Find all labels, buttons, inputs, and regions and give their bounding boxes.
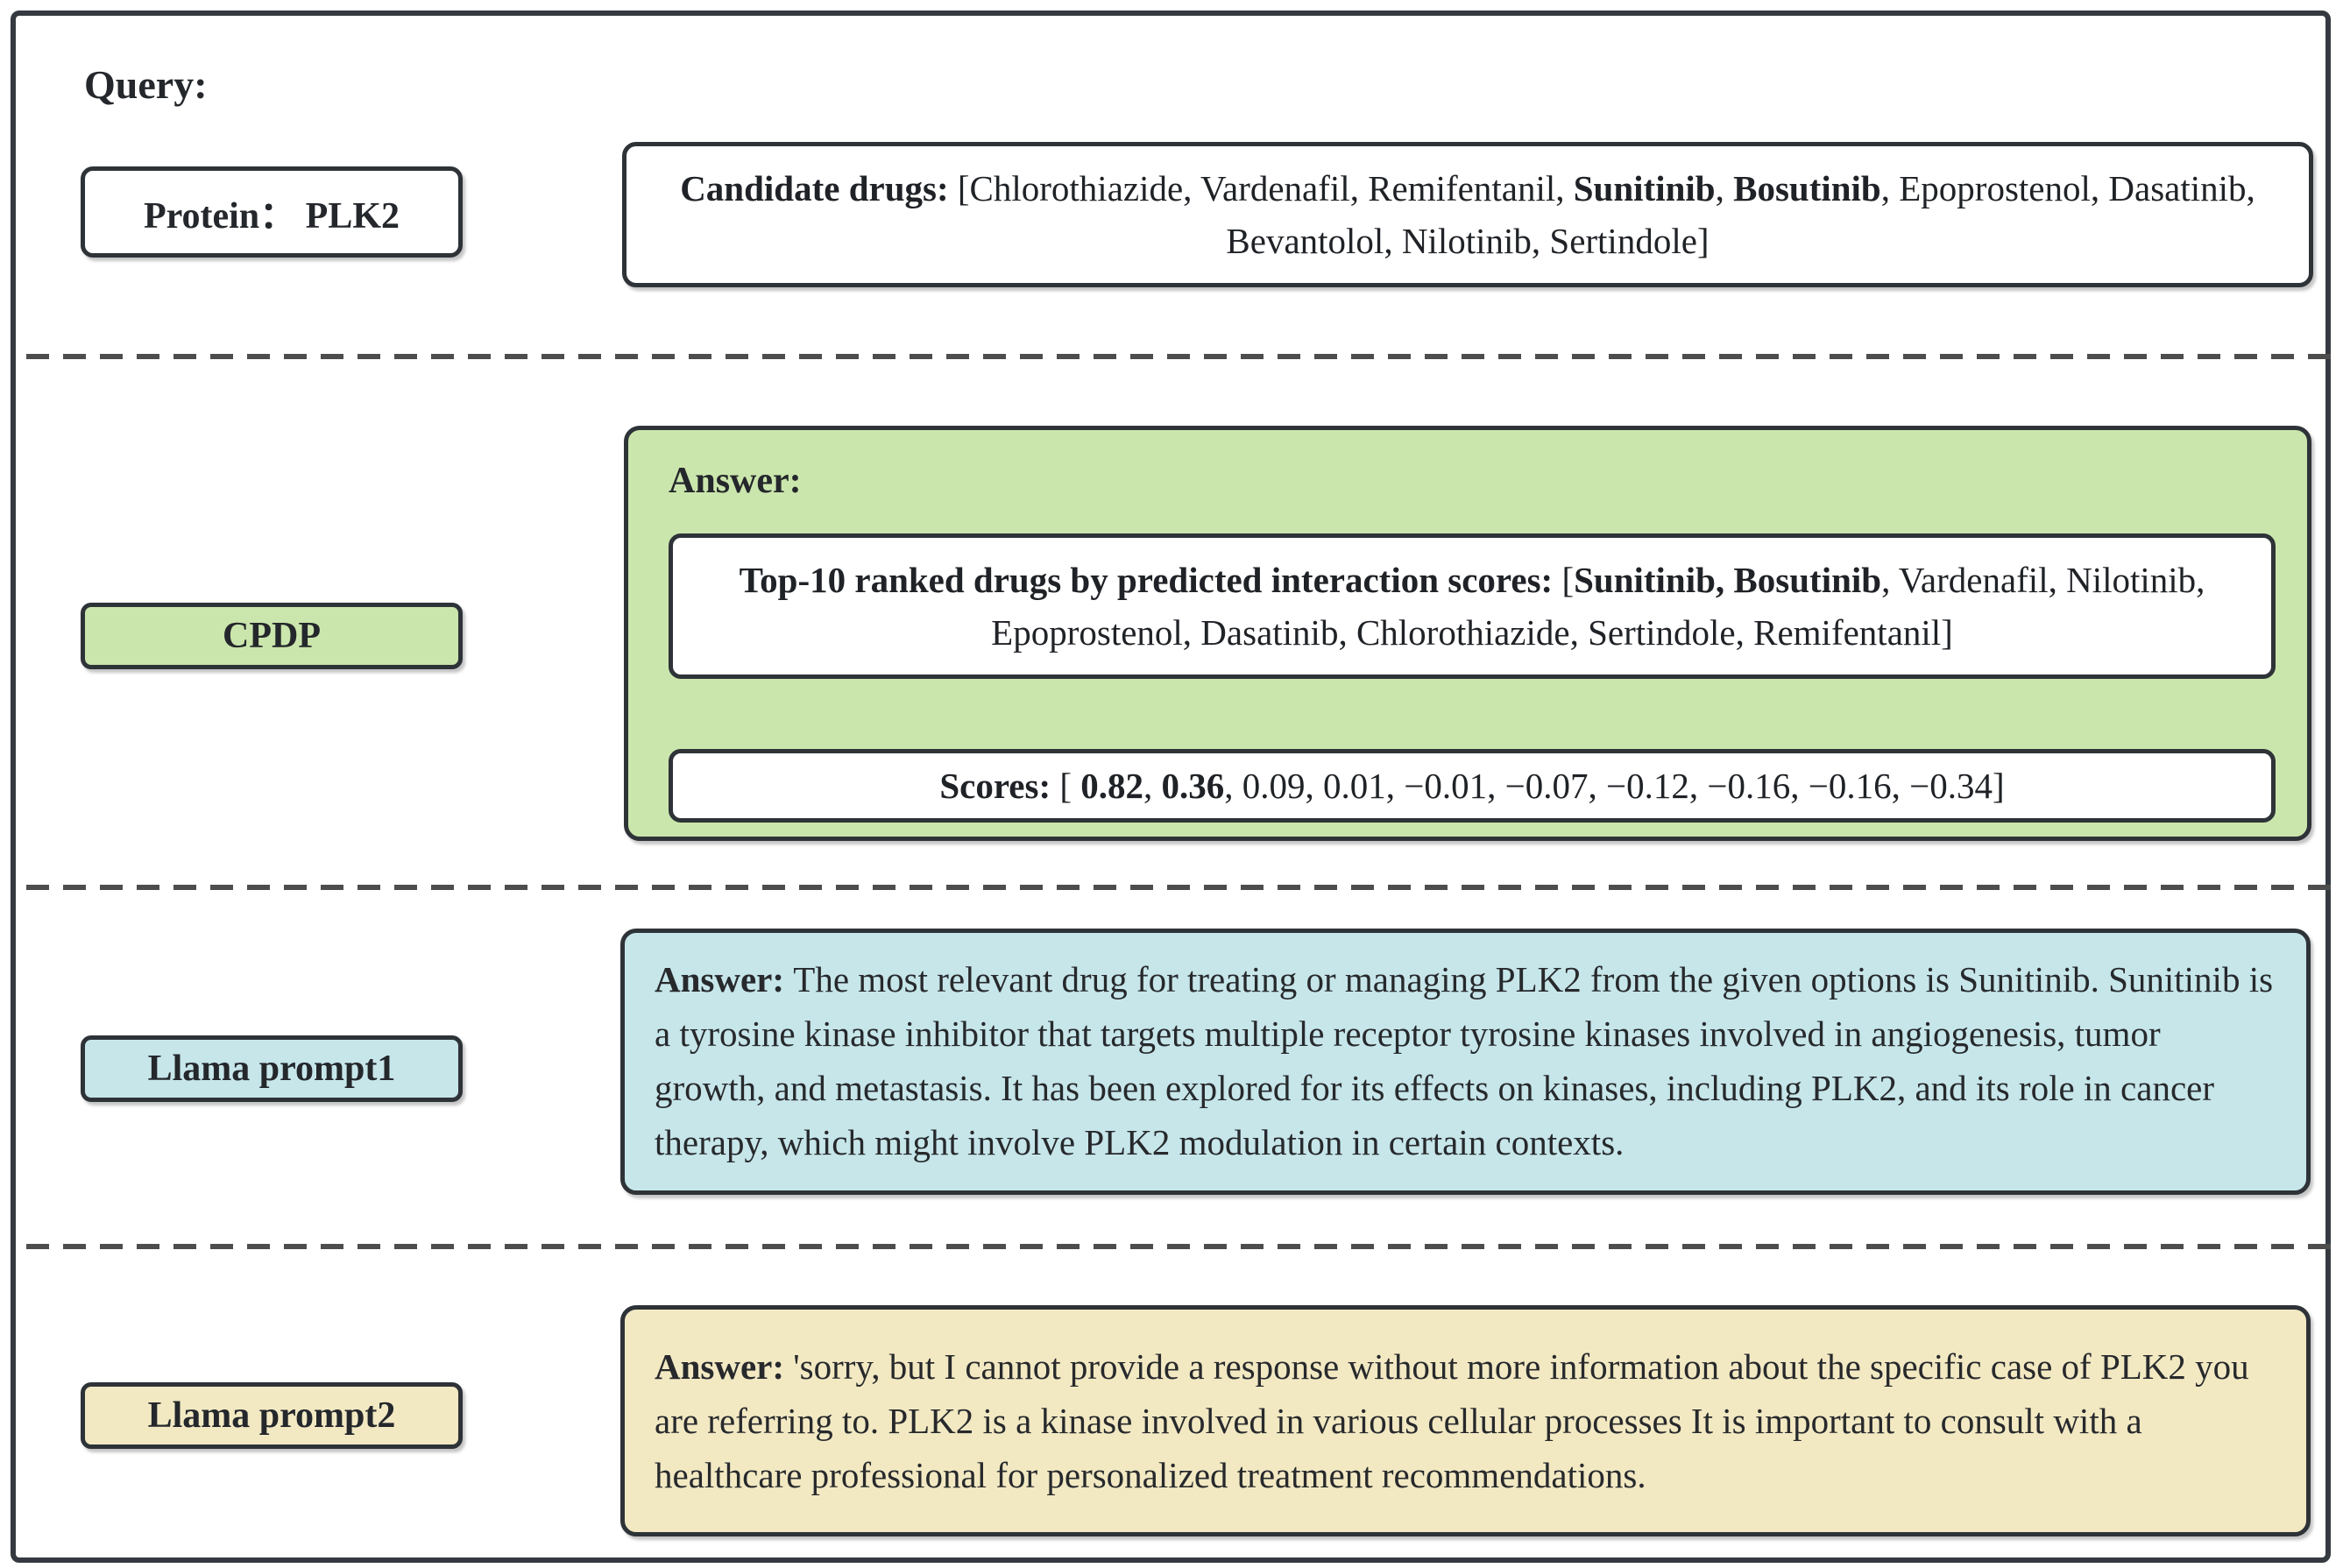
protein-query-text: Protein： PLK2 xyxy=(143,195,400,237)
cpdp-method-tag-text: CPDP xyxy=(223,616,321,656)
llama-prompt1-answer-text: Answer: The most relevant drug for treat… xyxy=(655,959,2274,1162)
section-divider-1 xyxy=(26,354,2336,359)
protein-query-box: Protein： PLK2 xyxy=(81,166,463,258)
cpdp-top10-box: Top-10 ranked drugs by predicted interac… xyxy=(669,533,2276,679)
llama-prompt1-method-tag: Llama prompt1 xyxy=(81,1035,463,1102)
llama-prompt2-answer-text: Answer: 'sorry, but I cannot provide a r… xyxy=(655,1346,2249,1495)
query-section-label: Query: xyxy=(84,62,208,107)
llama-prompt2-method-tag-text: Llama prompt2 xyxy=(147,1395,396,1436)
llama-prompt1-answer-panel: Answer: The most relevant drug for treat… xyxy=(620,929,2311,1195)
section-divider-2 xyxy=(26,885,2336,890)
candidate-drugs-box: Candidate drugs: [Chlorothiazide, Varden… xyxy=(622,142,2313,287)
llama-prompt1-method-tag-text: Llama prompt1 xyxy=(147,1049,396,1089)
cpdp-answer-panel: Answer: Top-10 ranked drugs by predicted… xyxy=(624,426,2311,841)
cpdp-answer-label: Answer: xyxy=(669,461,802,501)
candidate-drugs-text: Candidate drugs: [Chlorothiazide, Varden… xyxy=(680,168,2255,261)
figure-canvas: Query: Protein： PLK2 Candidate drugs: [C… xyxy=(11,11,2336,1563)
cpdp-scores-box: Scores: [ 0.82, 0.36, 0.09, 0.01, −0.01,… xyxy=(669,749,2276,823)
cpdp-top10-text: Top-10 ranked drugs by predicted interac… xyxy=(739,560,2205,653)
llama-prompt2-method-tag: Llama prompt2 xyxy=(81,1382,463,1449)
cpdp-method-tag: CPDP xyxy=(81,603,463,669)
section-divider-3 xyxy=(26,1244,2336,1249)
cpdp-scores-text: Scores: [ 0.82, 0.36, 0.09, 0.01, −0.01,… xyxy=(939,766,2005,806)
llama-prompt2-answer-panel: Answer: 'sorry, but I cannot provide a r… xyxy=(620,1305,2311,1536)
